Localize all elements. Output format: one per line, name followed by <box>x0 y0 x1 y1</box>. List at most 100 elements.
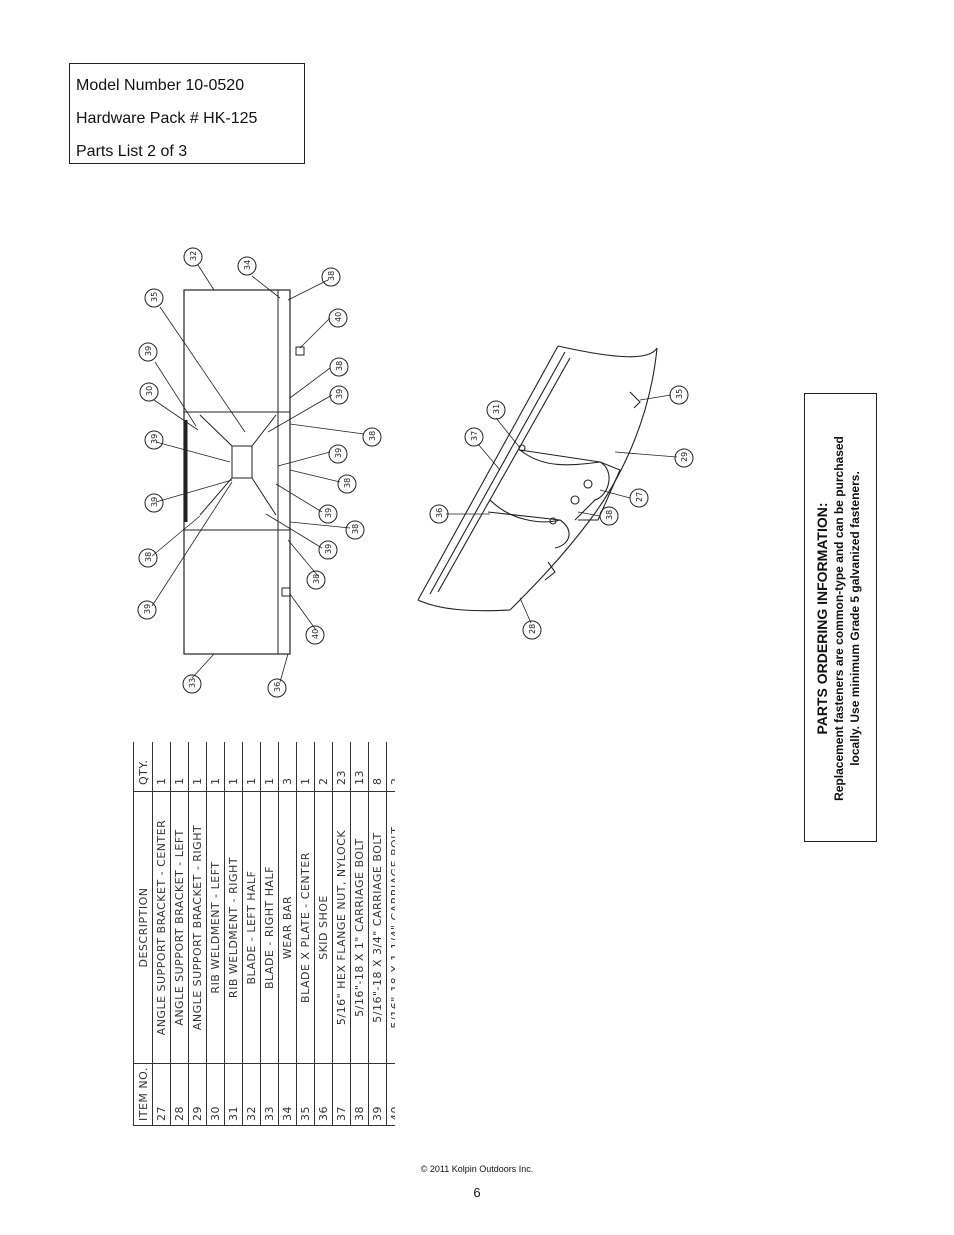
qty: 1 <box>224 742 243 792</box>
svg-text:39: 39 <box>150 434 159 444</box>
qty: 1 <box>242 742 261 792</box>
qty: 1 <box>152 742 171 792</box>
qty: 3 <box>278 742 297 792</box>
blade-isometric-view <box>417 345 658 612</box>
header-item-no: ITEM NO. <box>133 1063 153 1126</box>
model-info-box: Model Number 10-0520 Hardware Pack # HK-… <box>69 63 305 164</box>
svg-text:38: 38 <box>312 574 321 584</box>
svg-text:39: 39 <box>143 604 152 614</box>
qty: 2 <box>386 742 395 792</box>
ordering-info-box: PARTS ORDERING INFORMATION: Replacement … <box>804 393 877 842</box>
description: 5/16" HEX FLANGE NUT, NYLOCK <box>332 791 351 1064</box>
ordering-info-line-1: Replacement fasteners are common-type an… <box>832 436 846 801</box>
copyright-notice: © 2011 Kolpin Outdoors Inc. <box>420 1164 534 1174</box>
svg-text:40: 40 <box>311 629 320 639</box>
qty: 1 <box>170 742 189 792</box>
item-no: 34 <box>278 1063 297 1126</box>
item-no: 31 <box>224 1063 243 1126</box>
description: RIB WELDMENT - LEFT <box>206 791 225 1064</box>
qty: 1 <box>296 742 315 792</box>
svg-text:38: 38 <box>351 524 360 534</box>
svg-text:38: 38 <box>605 510 614 520</box>
front-view-leaders <box>151 264 365 683</box>
ordering-info-line-2: locally. Use minimum Grade 5 galvanized … <box>848 471 862 766</box>
exploded-view-drawing: 32 34 35 38 40 39 38 30 39 38 39 39 38 3… <box>137 247 694 698</box>
header-qty: QTY. <box>133 742 153 792</box>
item-no: 36 <box>314 1063 333 1126</box>
svg-text:37: 37 <box>470 431 479 441</box>
svg-text:27: 27 <box>635 492 644 502</box>
svg-text:39: 39 <box>335 389 344 399</box>
description: 5/16"-18 X 1 1/4" CARRIAGE BOLT <box>386 791 395 1064</box>
svg-text:33: 33 <box>188 678 197 688</box>
svg-text:39: 39 <box>144 346 153 356</box>
iso-view-leaders <box>446 394 678 624</box>
svg-text:30: 30 <box>145 386 154 396</box>
item-no: 37 <box>332 1063 351 1126</box>
svg-text:39: 39 <box>324 508 333 518</box>
front-view-callouts: 32 34 35 38 40 39 38 30 39 38 39 39 38 3… <box>137 247 382 698</box>
item-no: 33 <box>260 1063 279 1126</box>
description: 5/16"-18 X 1" CARRIAGE BOLT <box>350 791 369 1064</box>
svg-text:39: 39 <box>150 497 159 507</box>
item-no: 30 <box>206 1063 225 1126</box>
qty: 1 <box>188 742 207 792</box>
item-no: 29 <box>188 1063 207 1126</box>
svg-text:35: 35 <box>150 292 159 302</box>
table-row: 405/16"-18 X 1 1/4" CARRIAGE BOLT2 <box>386 742 395 1126</box>
qty: 1 <box>206 742 225 792</box>
item-no: 35 <box>296 1063 315 1126</box>
header-description: DESCRIPTION <box>133 791 153 1064</box>
qty: 8 <box>368 742 387 792</box>
svg-text:35: 35 <box>675 389 684 399</box>
description: 5/16"-18 X 3/4" CARRIAGE BOLT <box>368 791 387 1064</box>
ordering-info-title: PARTS ORDERING INFORMATION: <box>814 502 830 735</box>
qty: 23 <box>332 742 351 792</box>
qty: 1 <box>260 742 279 792</box>
svg-text:39: 39 <box>334 448 343 458</box>
ordering-info-content: PARTS ORDERING INFORMATION: Replacement … <box>805 394 876 841</box>
svg-text:40: 40 <box>334 312 343 322</box>
description: SKID SHOE <box>314 791 333 1064</box>
item-no: 27 <box>152 1063 171 1126</box>
svg-text:36: 36 <box>435 508 444 518</box>
qty: 13 <box>350 742 369 792</box>
description: RIB WELDMENT - RIGHT <box>224 791 243 1064</box>
item-no: 28 <box>170 1063 189 1126</box>
description: BLADE - RIGHT HALF <box>260 791 279 1064</box>
item-no: 40 <box>386 1063 395 1126</box>
item-no: 39 <box>368 1063 387 1126</box>
svg-text:39: 39 <box>324 544 333 554</box>
page-number: 6 <box>473 1185 481 1200</box>
description: ANGLE SUPPORT BRACKET - RIGHT <box>188 791 207 1064</box>
svg-text:32: 32 <box>189 251 198 261</box>
svg-text:28: 28 <box>528 624 537 634</box>
svg-text:38: 38 <box>335 361 344 371</box>
svg-text:38: 38 <box>144 552 153 562</box>
qty: 2 <box>314 742 333 792</box>
parts-list-label: Parts List 2 of 3 <box>76 143 188 160</box>
iso-view-callouts: 31 37 35 29 27 38 36 28 <box>429 385 694 640</box>
svg-text:38: 38 <box>343 478 352 488</box>
description: WEAR BAR <box>278 791 297 1064</box>
model-number: Model Number 10-0520 <box>76 77 245 94</box>
svg-text:29: 29 <box>680 452 689 462</box>
blade-front-view <box>183 289 305 655</box>
item-no: 32 <box>242 1063 261 1126</box>
hardware-pack: Hardware Pack # HK-125 <box>76 110 258 127</box>
svg-text:36: 36 <box>273 682 282 692</box>
